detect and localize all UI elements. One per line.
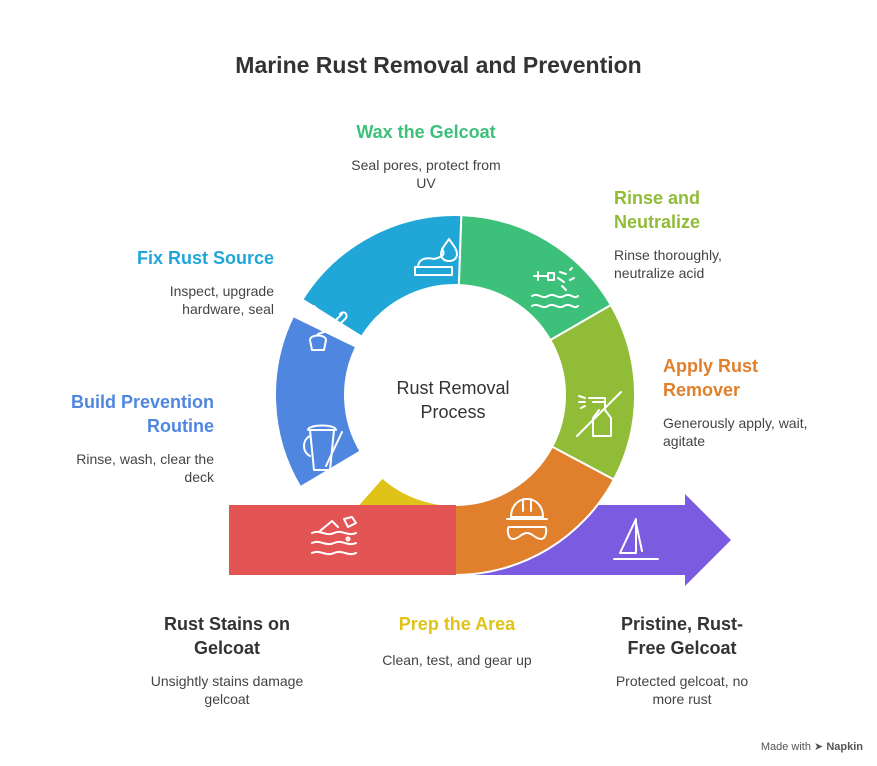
stains-desc-line: Unsightly stains damage [150,673,304,689]
prep-desc-line: Clean, test, and gear up [382,652,532,668]
stains-desc: Unsightly stains damage gelcoat [127,672,327,708]
wax-title: Wax the Gelcoat [326,120,526,144]
rinse-desc-line: neutralize acid [614,265,705,281]
wax-desc-line: UV [416,175,436,191]
napkin-logo-icon: ➤ [814,741,824,753]
stains-bar [229,505,456,575]
apply-title-line: Remover [663,380,741,400]
rust-wave-icon [311,516,357,556]
stains-title-line: Gelcoat [193,638,261,658]
footer-prefix: Made with [760,741,811,753]
pristine-title-line: Free Gelcoat [627,638,737,658]
fix-title-line: Fix Rust Source [136,248,274,268]
apply-title: Apply Rust Remover [663,354,863,402]
build-desc: Rinse, wash, clear the deck [14,450,214,486]
fix-title: Fix Rust Source [74,246,274,270]
spray-bottle-icon [576,391,622,437]
build-desc-line: Rinse, wash, clear the [76,451,214,467]
build-desc-line: deck [184,469,214,485]
apply-desc-line: agitate [663,433,706,449]
fix-desc-line: Inspect, upgrade [169,283,274,299]
build-title-line: Build Prevention [70,392,214,412]
pristine-title-line: Pristine, Rust- [620,614,744,634]
center-label-line: Rust Removal [396,378,510,398]
footer-credit: Made with ➤ Napkin [761,740,863,753]
pristine-desc: Protected gelcoat, no more rust [582,672,782,708]
stains-title-line: Rust Stains on [163,614,290,634]
ring-segment-rinse [548,303,636,481]
stains-title: Rust Stains on Gelcoat [127,612,327,660]
rinse-desc-line: Rinse thoroughly, [614,247,722,263]
wax-desc: Seal pores, protect from UV [326,156,526,192]
build-title: Build Prevention Routine [14,390,214,438]
bucket-icon [303,424,343,471]
process-ring [274,214,636,577]
footer-brand: Napkin [826,741,863,753]
rinse-title-line: Rinse and [614,188,701,208]
rinse-title: Rinse and Neutralize [614,186,814,234]
pristine-desc-line: Protected gelcoat, no [615,673,749,689]
wax-desc-line: Seal pores, protect from [351,157,501,173]
prep-title-line: Prep the Area [398,614,516,634]
wax-bottle-icon [414,238,458,276]
fix-desc-line: hardware, seal [182,301,274,317]
pristine-desc-line: more rust [652,691,712,707]
center-label-line: Process [420,402,486,422]
apply-desc-line: Generously apply, wait, [663,415,808,431]
apply-desc: Generously apply, wait, agitate [663,414,863,450]
ring-segment-fix [300,214,463,339]
rinse-title-line: Neutralize [614,212,701,232]
prep-desc: Clean, test, and gear up [357,651,557,669]
sailboat-icon [613,518,659,560]
wax-title-line: Wax the Gelcoat [356,122,496,142]
prep-title: Prep the Area [357,612,557,636]
hard-hat-goggles-icon [506,498,548,540]
page-title: Marine Rust Removal and Prevention [235,52,642,78]
hose-water-icon [531,267,579,309]
fix-desc: Inspect, upgrade hardware, seal [74,282,274,318]
stains-desc-line: gelcoat [204,691,250,707]
pristine-title: Pristine, Rust- Free Gelcoat [582,612,782,660]
rinse-desc: Rinse thoroughly, neutralize acid [614,246,814,282]
center-label: Rust Removal Process [368,376,538,424]
build-title-line: Routine [147,416,214,436]
ring-segment-wax [457,214,613,342]
ring-segment-build [274,314,362,489]
wrench-icon [309,305,348,351]
apply-title-line: Apply Rust [663,356,759,376]
